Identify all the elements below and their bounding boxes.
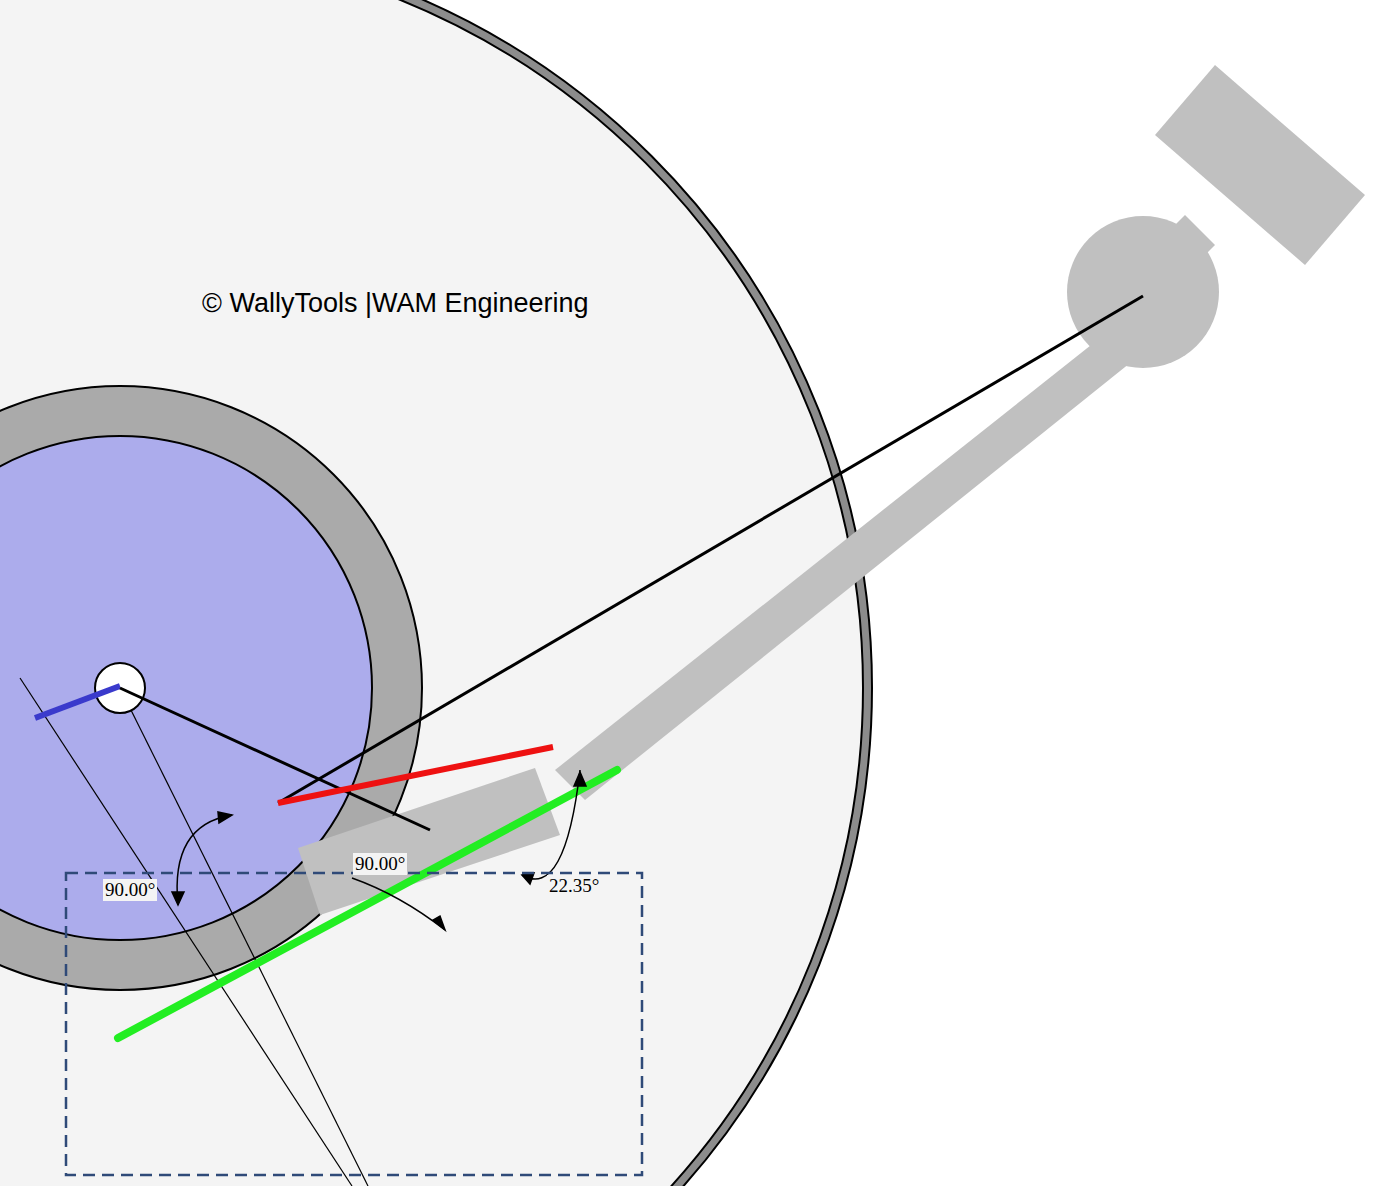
tonearm [298,65,1365,915]
angle-dimension: 22.35° [547,875,601,897]
angle-arc [522,770,580,879]
arrowhead [218,812,232,823]
arrowhead [574,772,586,786]
cartridge-line [278,747,553,803]
tangent-line [118,770,617,1038]
construction-line [120,688,368,1186]
angle-arc [352,878,445,930]
arrowhead [433,916,445,930]
blue-line [35,686,120,718]
angle-arcs [172,770,586,930]
construction-line [20,678,352,1186]
platter [0,0,863,1186]
arm-tube [555,330,1140,800]
watermark: © WallyTools |WAM Engineering [202,287,589,319]
platter-rim [0,0,872,1186]
zoom-frame [66,873,642,1175]
angle-dimension: 90.00° [353,853,407,875]
angle-arc [177,815,232,905]
angle-dimension: 90.00° [103,879,157,901]
arrowhead [172,892,184,905]
radius-line [120,688,430,830]
arrowhead [522,873,534,884]
pivot-bearing [1067,216,1219,368]
effective-length-line [278,296,1143,803]
